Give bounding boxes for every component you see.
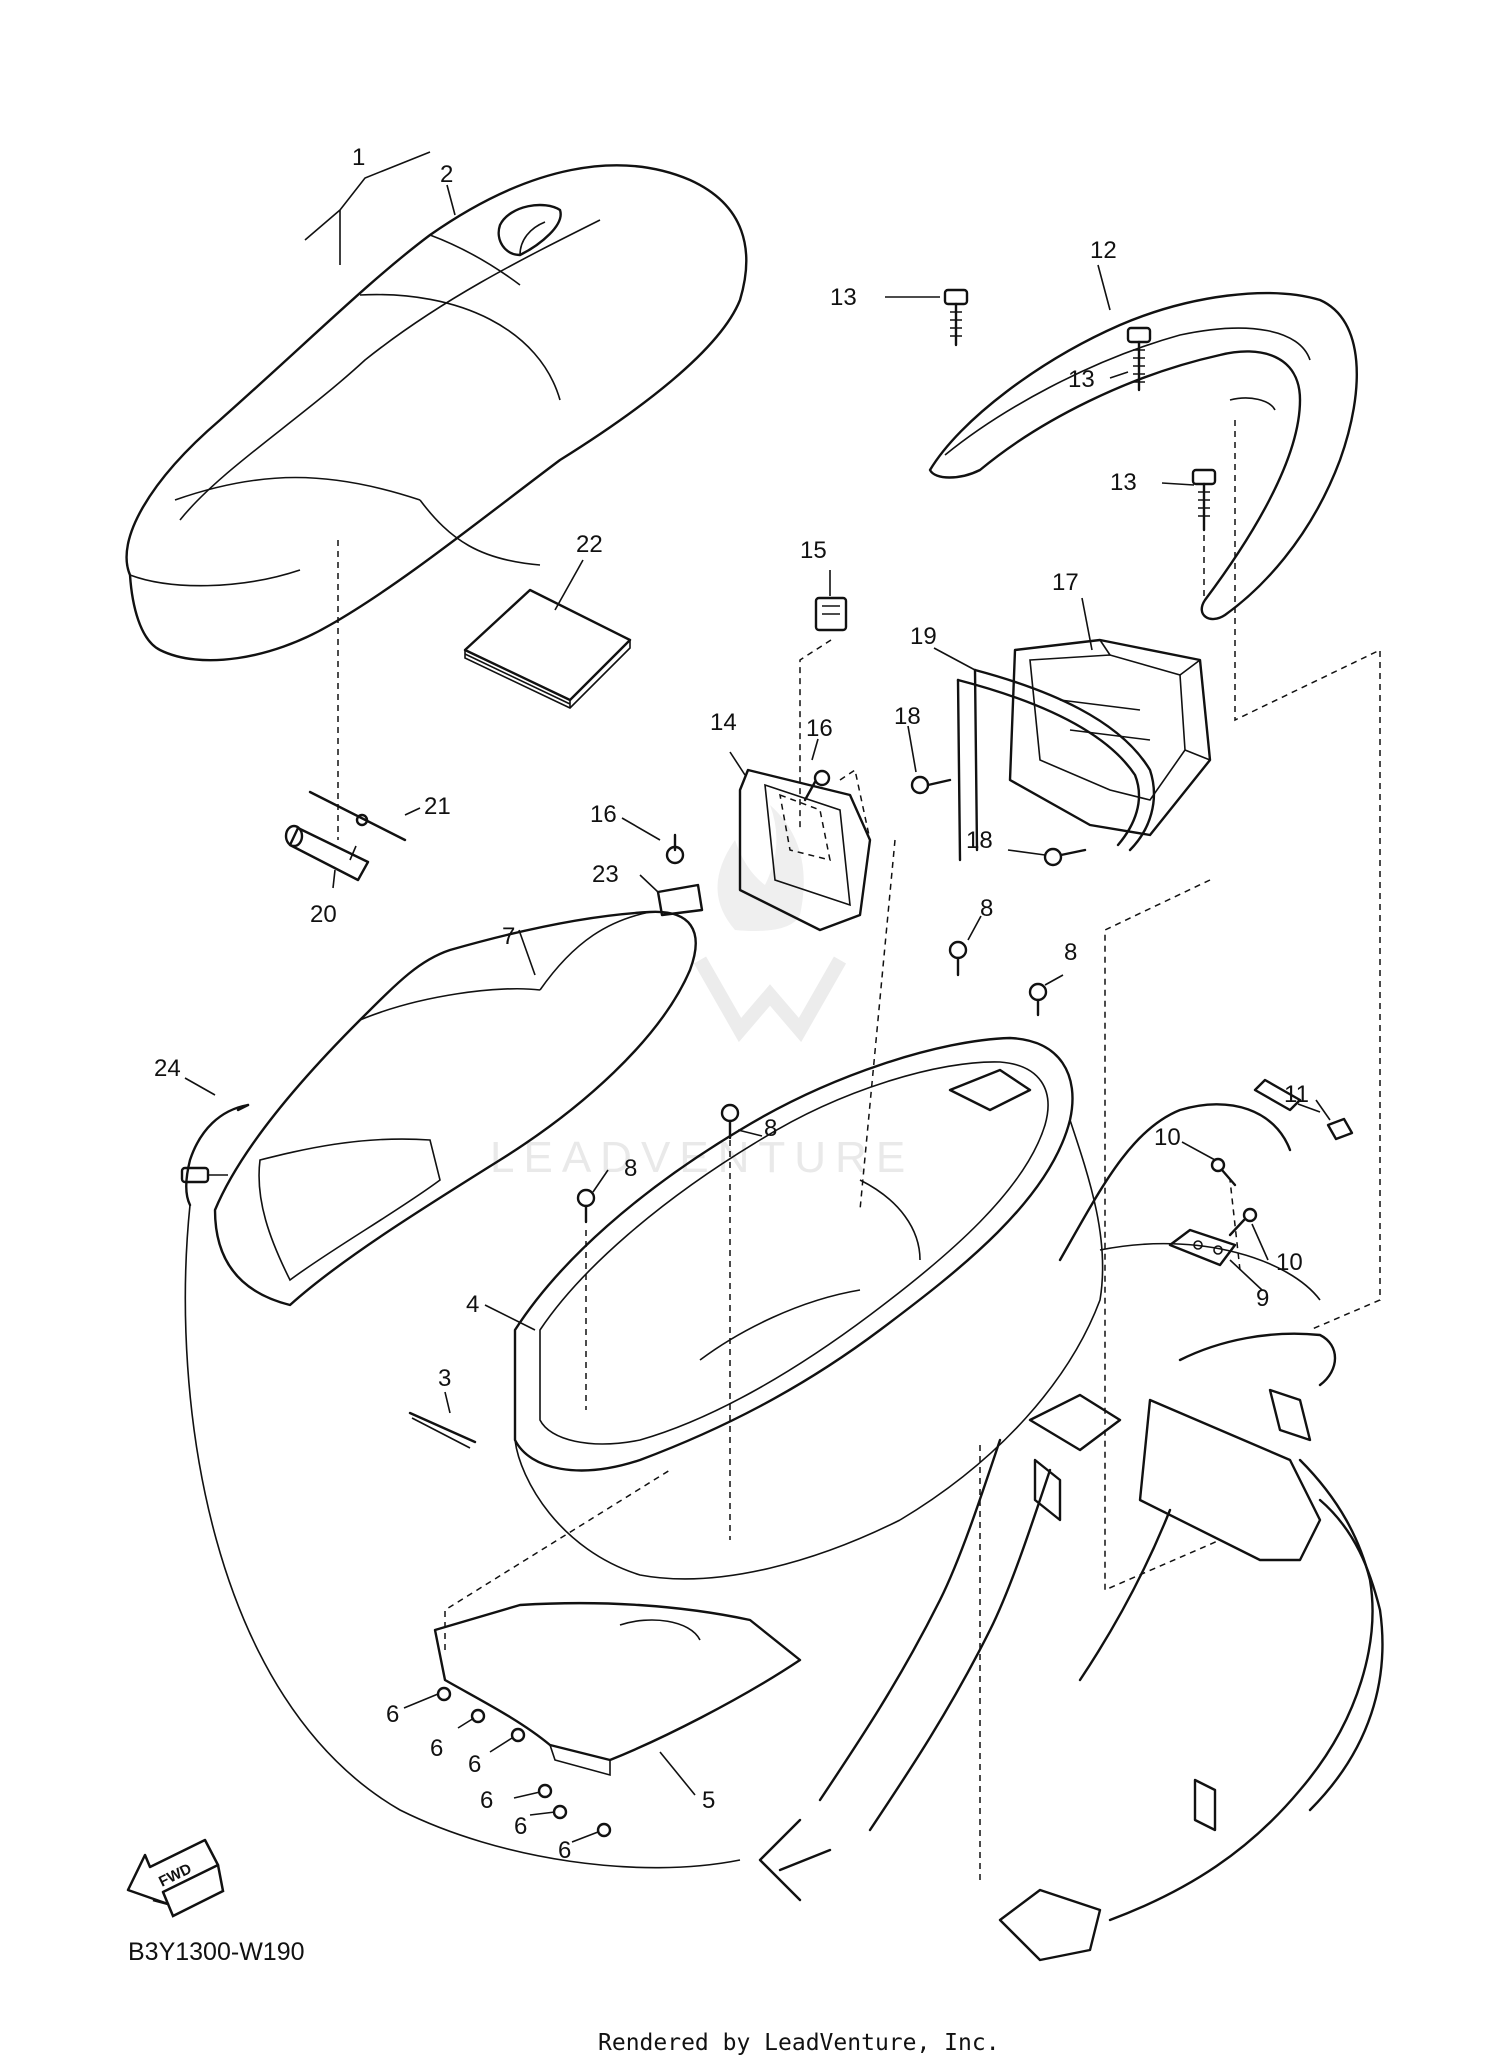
callout-4: 4 <box>466 1291 479 1318</box>
callout-15: 15 <box>800 537 827 564</box>
callout-14: 14 <box>710 709 737 736</box>
bolt-18a <box>910 775 952 795</box>
callout-6b: 6 <box>430 1735 443 1762</box>
callout-22: 22 <box>576 531 603 558</box>
callout-6a: 6 <box>386 1701 399 1728</box>
storage-lid-14 <box>738 768 872 932</box>
callout-11: 11 <box>1284 1081 1309 1108</box>
callout-8d: 8 <box>624 1155 637 1182</box>
screw-16a <box>803 769 831 802</box>
callout-8a: 8 <box>980 895 993 922</box>
callout-6f: 6 <box>558 1837 571 1864</box>
callout-6c: 6 <box>468 1751 481 1778</box>
callout-17: 17 <box>1052 569 1079 596</box>
callout-5: 5 <box>702 1787 715 1814</box>
strap-19 <box>956 668 1156 862</box>
callout-24: 24 <box>154 1055 181 1082</box>
callout-16b: 16 <box>590 801 617 828</box>
callout-9: 9 <box>1256 1285 1269 1312</box>
rod-3 <box>408 1411 477 1449</box>
bracket-9 <box>1168 1228 1237 1267</box>
callout-19: 19 <box>910 623 937 650</box>
bolt-13c <box>1191 468 1217 532</box>
seat-tag <box>497 203 562 257</box>
label-23 <box>656 883 704 917</box>
fwd-arrow-icon: FWD <box>126 1838 225 1918</box>
callout-20: 20 <box>310 901 337 928</box>
owners-manual <box>463 588 632 709</box>
callout-2: 2 <box>440 161 453 188</box>
callout-18b: 18 <box>966 827 993 854</box>
leader-lines <box>184 151 1331 1843</box>
seat <box>125 164 748 662</box>
callout-18a: 18 <box>894 703 921 730</box>
watermark: LEADVENTURE <box>490 805 914 1182</box>
watermark-text: LEADVENTURE <box>490 1133 914 1182</box>
callout-8b: 8 <box>1064 939 1077 966</box>
storage-bin-4 <box>513 1036 1104 1580</box>
bolt-13b <box>1126 326 1152 392</box>
callout-13b: 13 <box>1068 366 1095 393</box>
screw-8a <box>948 940 968 977</box>
socket-wrench-20 <box>284 824 370 882</box>
small-box-15 <box>814 596 848 632</box>
mat-7 <box>213 910 697 1307</box>
callout-13a: 13 <box>830 284 857 311</box>
callout-1: 1 <box>352 144 365 171</box>
screw-10b <box>1228 1207 1258 1237</box>
callouts: 1 2 3 4 5 6 6 6 6 6 6 7 8 8 8 8 9 10 10 … <box>154 144 1309 1864</box>
screw-10a <box>1210 1157 1237 1187</box>
cover-5 <box>433 1601 802 1777</box>
callout-10a: 10 <box>1154 1124 1181 1151</box>
callout-13c: 13 <box>1110 469 1137 496</box>
screw-8c <box>720 1103 740 1140</box>
frame <box>758 1103 1384 1962</box>
callout-23: 23 <box>592 861 619 888</box>
diagram-code: B3Y1300-W190 <box>128 1938 305 1966</box>
render-credit: Rendered by LeadVenture, Inc. <box>598 2030 1000 2056</box>
battery-box-17 <box>1008 638 1212 837</box>
grab-rail <box>928 291 1358 621</box>
latch-cable <box>1253 1078 1321 1113</box>
clip-11 <box>1326 1117 1354 1141</box>
callout-7: 7 <box>502 923 515 950</box>
callout-12: 12 <box>1090 237 1117 264</box>
cable-24 <box>180 1103 741 1869</box>
screw-8b <box>1028 982 1048 1017</box>
bolt-18b <box>1043 847 1087 867</box>
tool-21 <box>308 790 407 842</box>
screw-8d <box>576 1188 596 1224</box>
screw-16b <box>665 833 685 865</box>
callout-3: 3 <box>438 1365 451 1392</box>
callout-10b: 10 <box>1276 1249 1303 1276</box>
callout-6e: 6 <box>514 1813 527 1840</box>
callout-6d: 6 <box>480 1787 493 1814</box>
callout-8c: 8 <box>764 1115 777 1142</box>
bolt-13a <box>943 288 969 347</box>
callout-21: 21 <box>424 793 451 820</box>
callout-16a: 16 <box>806 715 833 742</box>
alignment-lines <box>337 420 1381 1880</box>
